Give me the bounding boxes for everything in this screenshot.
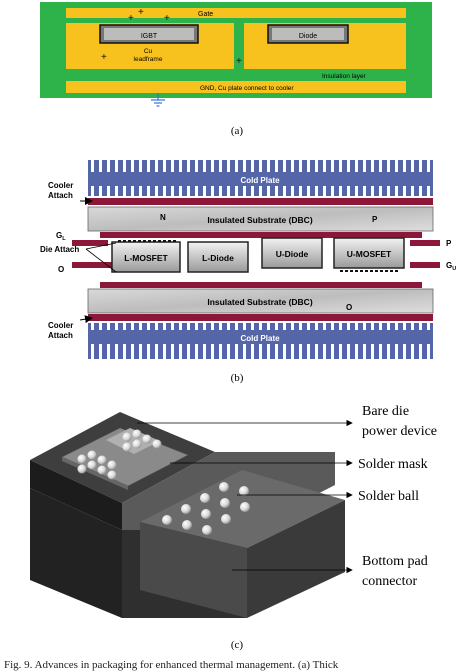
gu-label: G xyxy=(446,261,452,270)
l-mosfet-chip: L-MOSFET xyxy=(111,241,181,273)
l-mosfet-label: L-MOSFET xyxy=(124,253,168,263)
u-mosfet-chip: U-MOSFET xyxy=(333,237,405,269)
u-mosfet-label: U-MOSFET xyxy=(347,249,392,259)
bottom-pad-label-2: connector xyxy=(362,574,418,589)
caption-a: (a) xyxy=(231,125,244,137)
solder-ball-label: Solder ball xyxy=(358,489,419,504)
cu-label: Cu xyxy=(144,48,153,55)
gl-label: G xyxy=(56,231,62,240)
solder-balls-connector xyxy=(162,482,250,535)
svg-text:GL: GL xyxy=(56,231,66,242)
panel-a: + + + + + Gate IGBT Diode Cu leadframe Insu… xyxy=(40,2,432,137)
u-diode-chip: U-Diode xyxy=(261,237,323,269)
panel-c: Bare die power device Solder mask Solder… xyxy=(30,404,437,651)
cold-plate-top-label: Cold Plate xyxy=(240,176,280,185)
svg-text:+: + xyxy=(138,7,144,18)
svg-text:+: + xyxy=(128,13,134,24)
cold-plate-bottom-label: Cold Plate xyxy=(240,334,280,343)
diode-label: Diode xyxy=(299,33,317,40)
caption-b: (b) xyxy=(231,372,244,384)
o-bottom-label: O xyxy=(346,303,352,312)
n-label: N xyxy=(160,213,166,222)
solder-balls-die xyxy=(77,429,162,480)
insulation-layer-label: Insulation layer xyxy=(322,73,367,80)
gnd-label: GND, Cu plate connect to cooler xyxy=(200,85,294,92)
gnd-cu-plate xyxy=(66,81,406,93)
l-diode-chip: L-Diode xyxy=(187,241,249,273)
bare-die-label-1: Bare die xyxy=(362,404,409,419)
front-left-face xyxy=(30,488,122,618)
leadframe-label: leadframe xyxy=(134,56,163,63)
bare-die-label-2: power device xyxy=(362,424,437,439)
gu-sub-label: U xyxy=(452,266,456,272)
svg-text:+: + xyxy=(101,52,107,63)
substrate-top-label: Insulated Substrate (DBC) xyxy=(207,215,312,225)
attach-label-bottom: Attach xyxy=(48,331,73,340)
panel-b: Cold Plate Insulated Substrate (DBC) N P… xyxy=(40,160,456,384)
p-right-label: P xyxy=(446,239,452,248)
solder-mask-label: Solder mask xyxy=(358,457,428,472)
caption-c: (c) xyxy=(231,639,244,651)
cooler-label-bottom: Cooler xyxy=(48,321,73,330)
svg-text:+: + xyxy=(164,13,170,24)
svg-text:GU: GU xyxy=(446,261,456,272)
die-attach-label: Die Attach xyxy=(40,245,79,254)
u-diode-label: U-Diode xyxy=(276,249,309,259)
svg-text:+: + xyxy=(236,56,242,67)
gl-sub-label: L xyxy=(62,236,66,242)
gate-label: Gate xyxy=(198,11,213,18)
figure-caption: Fig. 9. Advances in packaging for enhanc… xyxy=(4,659,339,671)
substrate-top xyxy=(87,206,434,232)
substrate-bottom-label: Insulated Substrate (DBC) xyxy=(207,297,312,307)
igbt-label: IGBT xyxy=(141,33,158,40)
l-diode-label: L-Diode xyxy=(202,253,234,263)
bottom-pad-label-1: Bottom pad xyxy=(362,554,428,569)
cooler-label-top: Cooler xyxy=(48,181,73,190)
attach-label-top: Attach xyxy=(48,191,73,200)
ground-icon xyxy=(151,99,165,107)
bottom-pad-connector-side xyxy=(247,500,345,618)
substrate-bottom xyxy=(87,288,434,314)
o-left-label: O xyxy=(58,265,64,274)
p-top-label: P xyxy=(372,215,378,224)
gate-trace xyxy=(66,8,406,18)
